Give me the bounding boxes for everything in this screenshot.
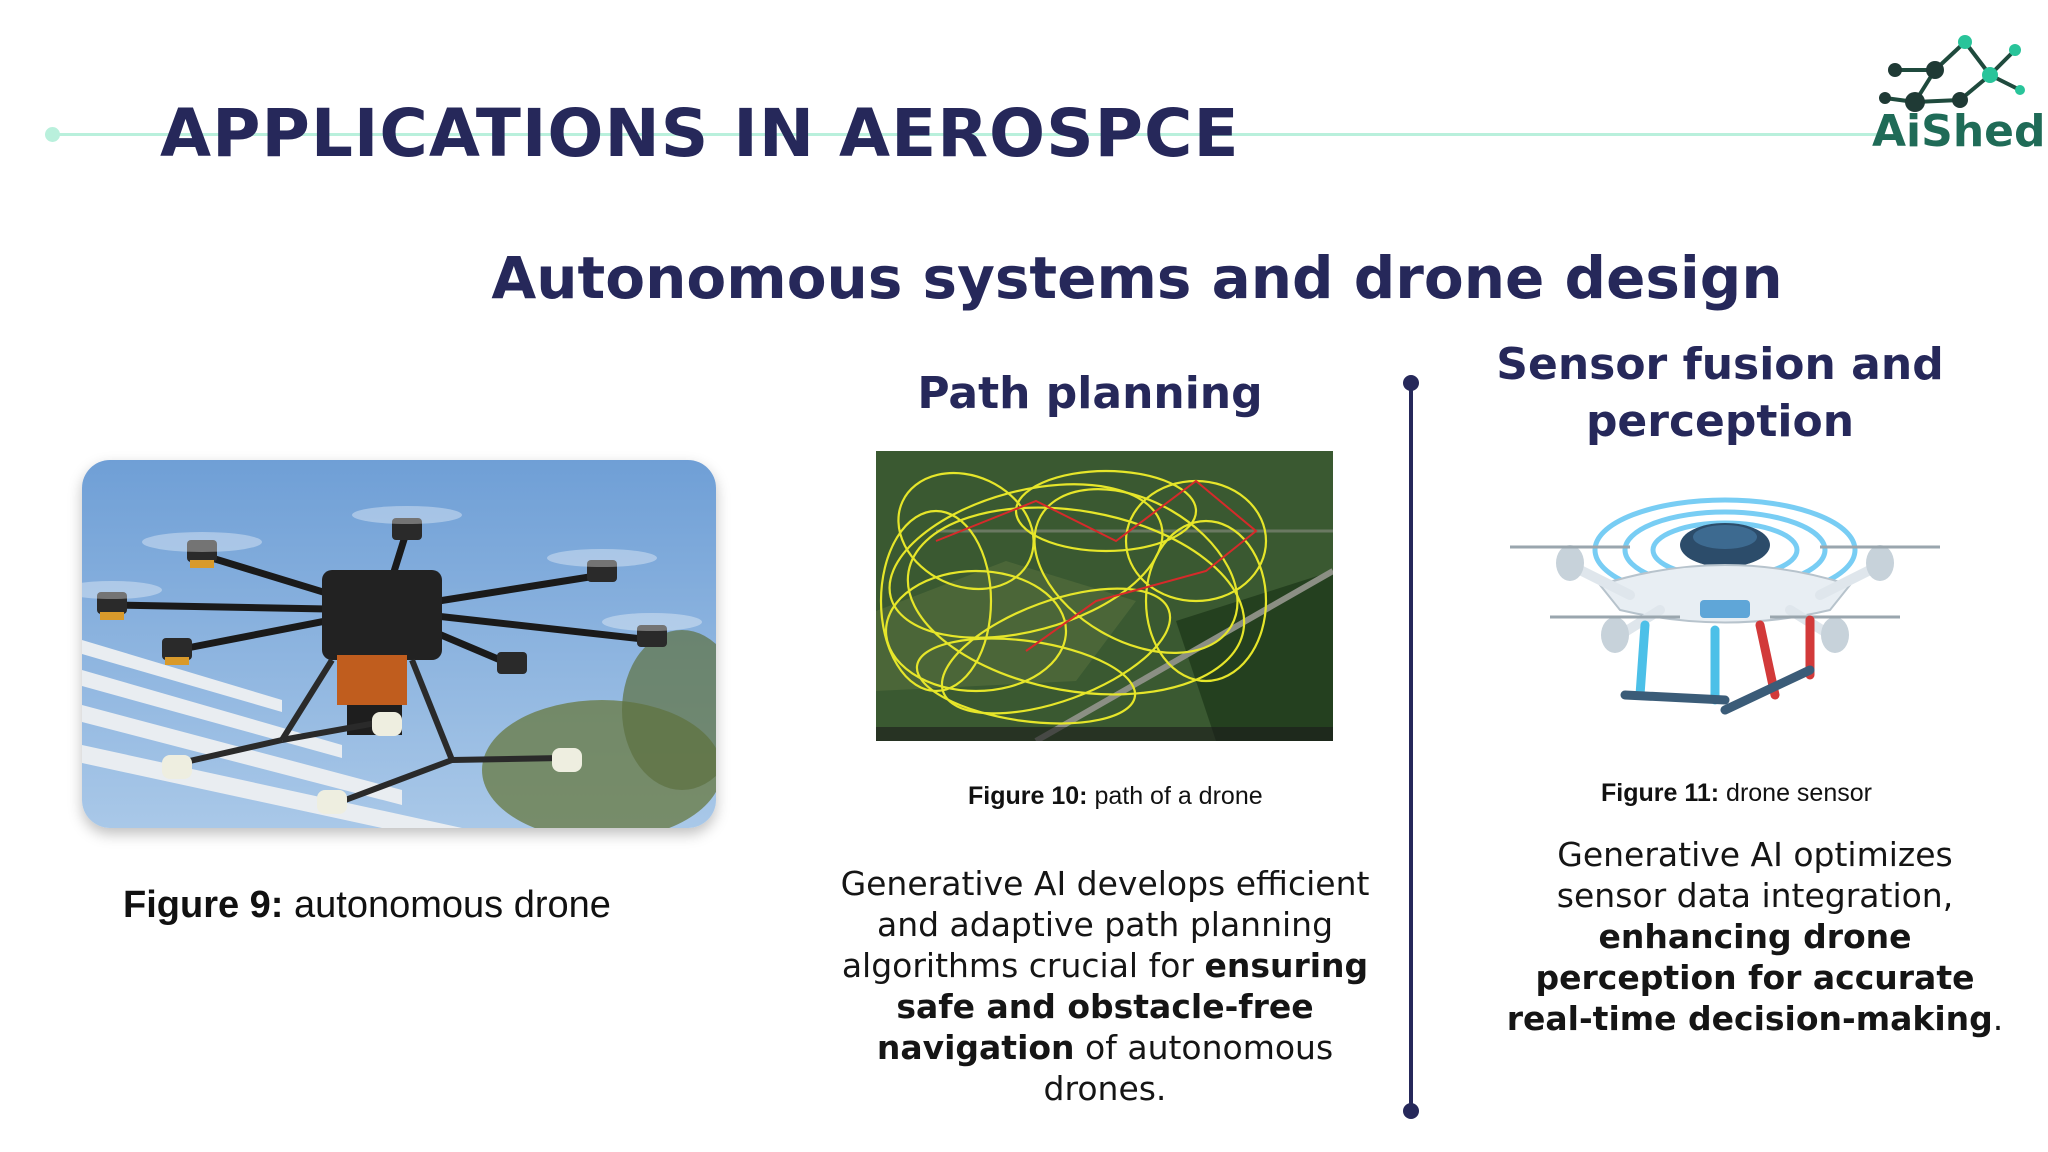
figure-11-caption: Figure 11: drone sensor [1601,779,1872,808]
figure-11-text: drone sensor [1726,779,1872,807]
divider-dot-top [1403,375,1419,391]
sensor-text-emphasis: enhancing drone perception for accurate … [1506,917,1993,1038]
drone-sensor-illustration [1510,497,1940,715]
figure-10-caption: Figure 10: path of a drone [968,782,1263,811]
figure-11-label: Figure 11: [1601,779,1720,807]
header-divider-line [52,133,1882,136]
drone-path-map-image [876,451,1333,741]
page-title: APPLICATIONS IN AEROSPCE [160,95,1240,172]
path-planning-heading: Path planning [917,368,1263,419]
sensor-fusion-heading: Sensor fusion and perception [1496,339,1944,447]
divider-dot-bottom [1403,1103,1419,1119]
figure-10-label: Figure 10: [968,782,1088,810]
path-text-part-1: Generative AI develops efficient and ada… [840,864,1370,985]
figure-10-text: path of a drone [1094,782,1263,810]
figure-9-caption: Figure 9: autonomous drone [123,884,611,927]
sensor-text-part-2: . [1992,999,2004,1038]
sensor-fusion-description: Generative AI optimizes sensor data inte… [1500,834,2010,1039]
sensor-text-part-1: Generative AI optimizes sensor data inte… [1556,835,1954,915]
path-planning-description: Generative AI develops efficient and ada… [830,863,1380,1109]
path-text-emphasis: ensuring safe and obstacle-free navigati… [876,946,1369,1067]
logo-wordmark: AiShed [1872,106,2046,157]
section-subtitle: Autonomous systems and drone design [491,244,1783,312]
figure-9-label: Figure 9: [123,884,284,926]
path-text-part-2: of autonomous drones. [1043,1028,1334,1108]
vertical-divider [1409,383,1413,1113]
autonomous-drone-photo [82,460,716,828]
aished-network-logo-icon [1879,35,2025,112]
figure-9-text: autonomous drone [294,884,611,926]
header-divider-dot [45,127,60,142]
